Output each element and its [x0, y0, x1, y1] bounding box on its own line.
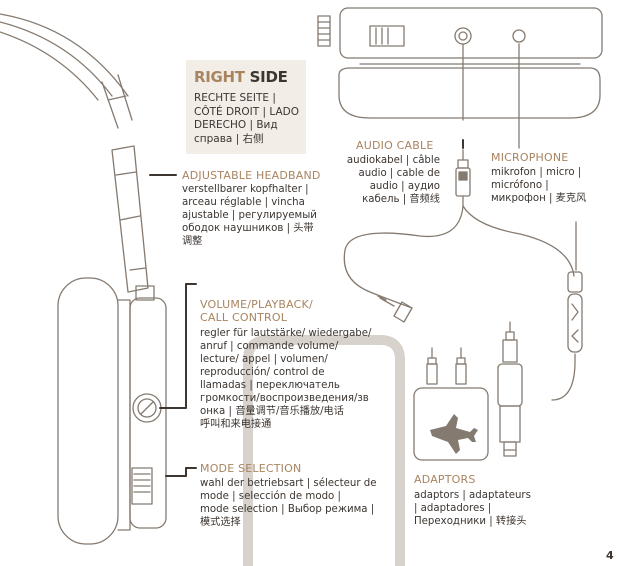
- page-number: 4: [606, 549, 614, 562]
- headband-text: verstellbarer kopfhalter | arceau réglab…: [182, 184, 317, 247]
- microphone-text: mikrofon | micro | micrófono | микрофон …: [491, 167, 587, 204]
- mode-text: wahl der betriebsart | sélecteur de mode…: [200, 478, 377, 528]
- adaptors-title: ADAPTORS: [414, 473, 476, 486]
- volume-text: regler für lautstärke/ wiedergabe/ anruf…: [200, 328, 372, 430]
- airplane-icon: [430, 414, 478, 454]
- audio-cable-title: AUDIO CABLE: [356, 139, 434, 152]
- right-side-text: RECHTE SEITE | CÔTÉ DROIT | LADO DERECHO…: [194, 92, 299, 145]
- adaptors-text: adaptors | adaptateurs | adaptadores | П…: [414, 490, 531, 527]
- headband-title: ADJUSTABLE HEADBAND: [182, 169, 321, 182]
- mode-leader-line: [165, 467, 197, 477]
- microphone-title: MICROPHONE: [491, 151, 569, 164]
- volume-title: VOLUME/PLAYBACK/ CALL CONTROL: [200, 298, 313, 324]
- mode-title: MODE SELECTION: [200, 462, 302, 475]
- volume-leader-line: [159, 283, 197, 409]
- audio-cable-text: audiokabel | câble audio | cable de audi…: [346, 155, 440, 205]
- right-side-box: RIGHT SIDE RECHTE SEITE | CÔTÉ DROIT | L…: [186, 60, 306, 154]
- right-side-title: RIGHT SIDE: [194, 68, 288, 86]
